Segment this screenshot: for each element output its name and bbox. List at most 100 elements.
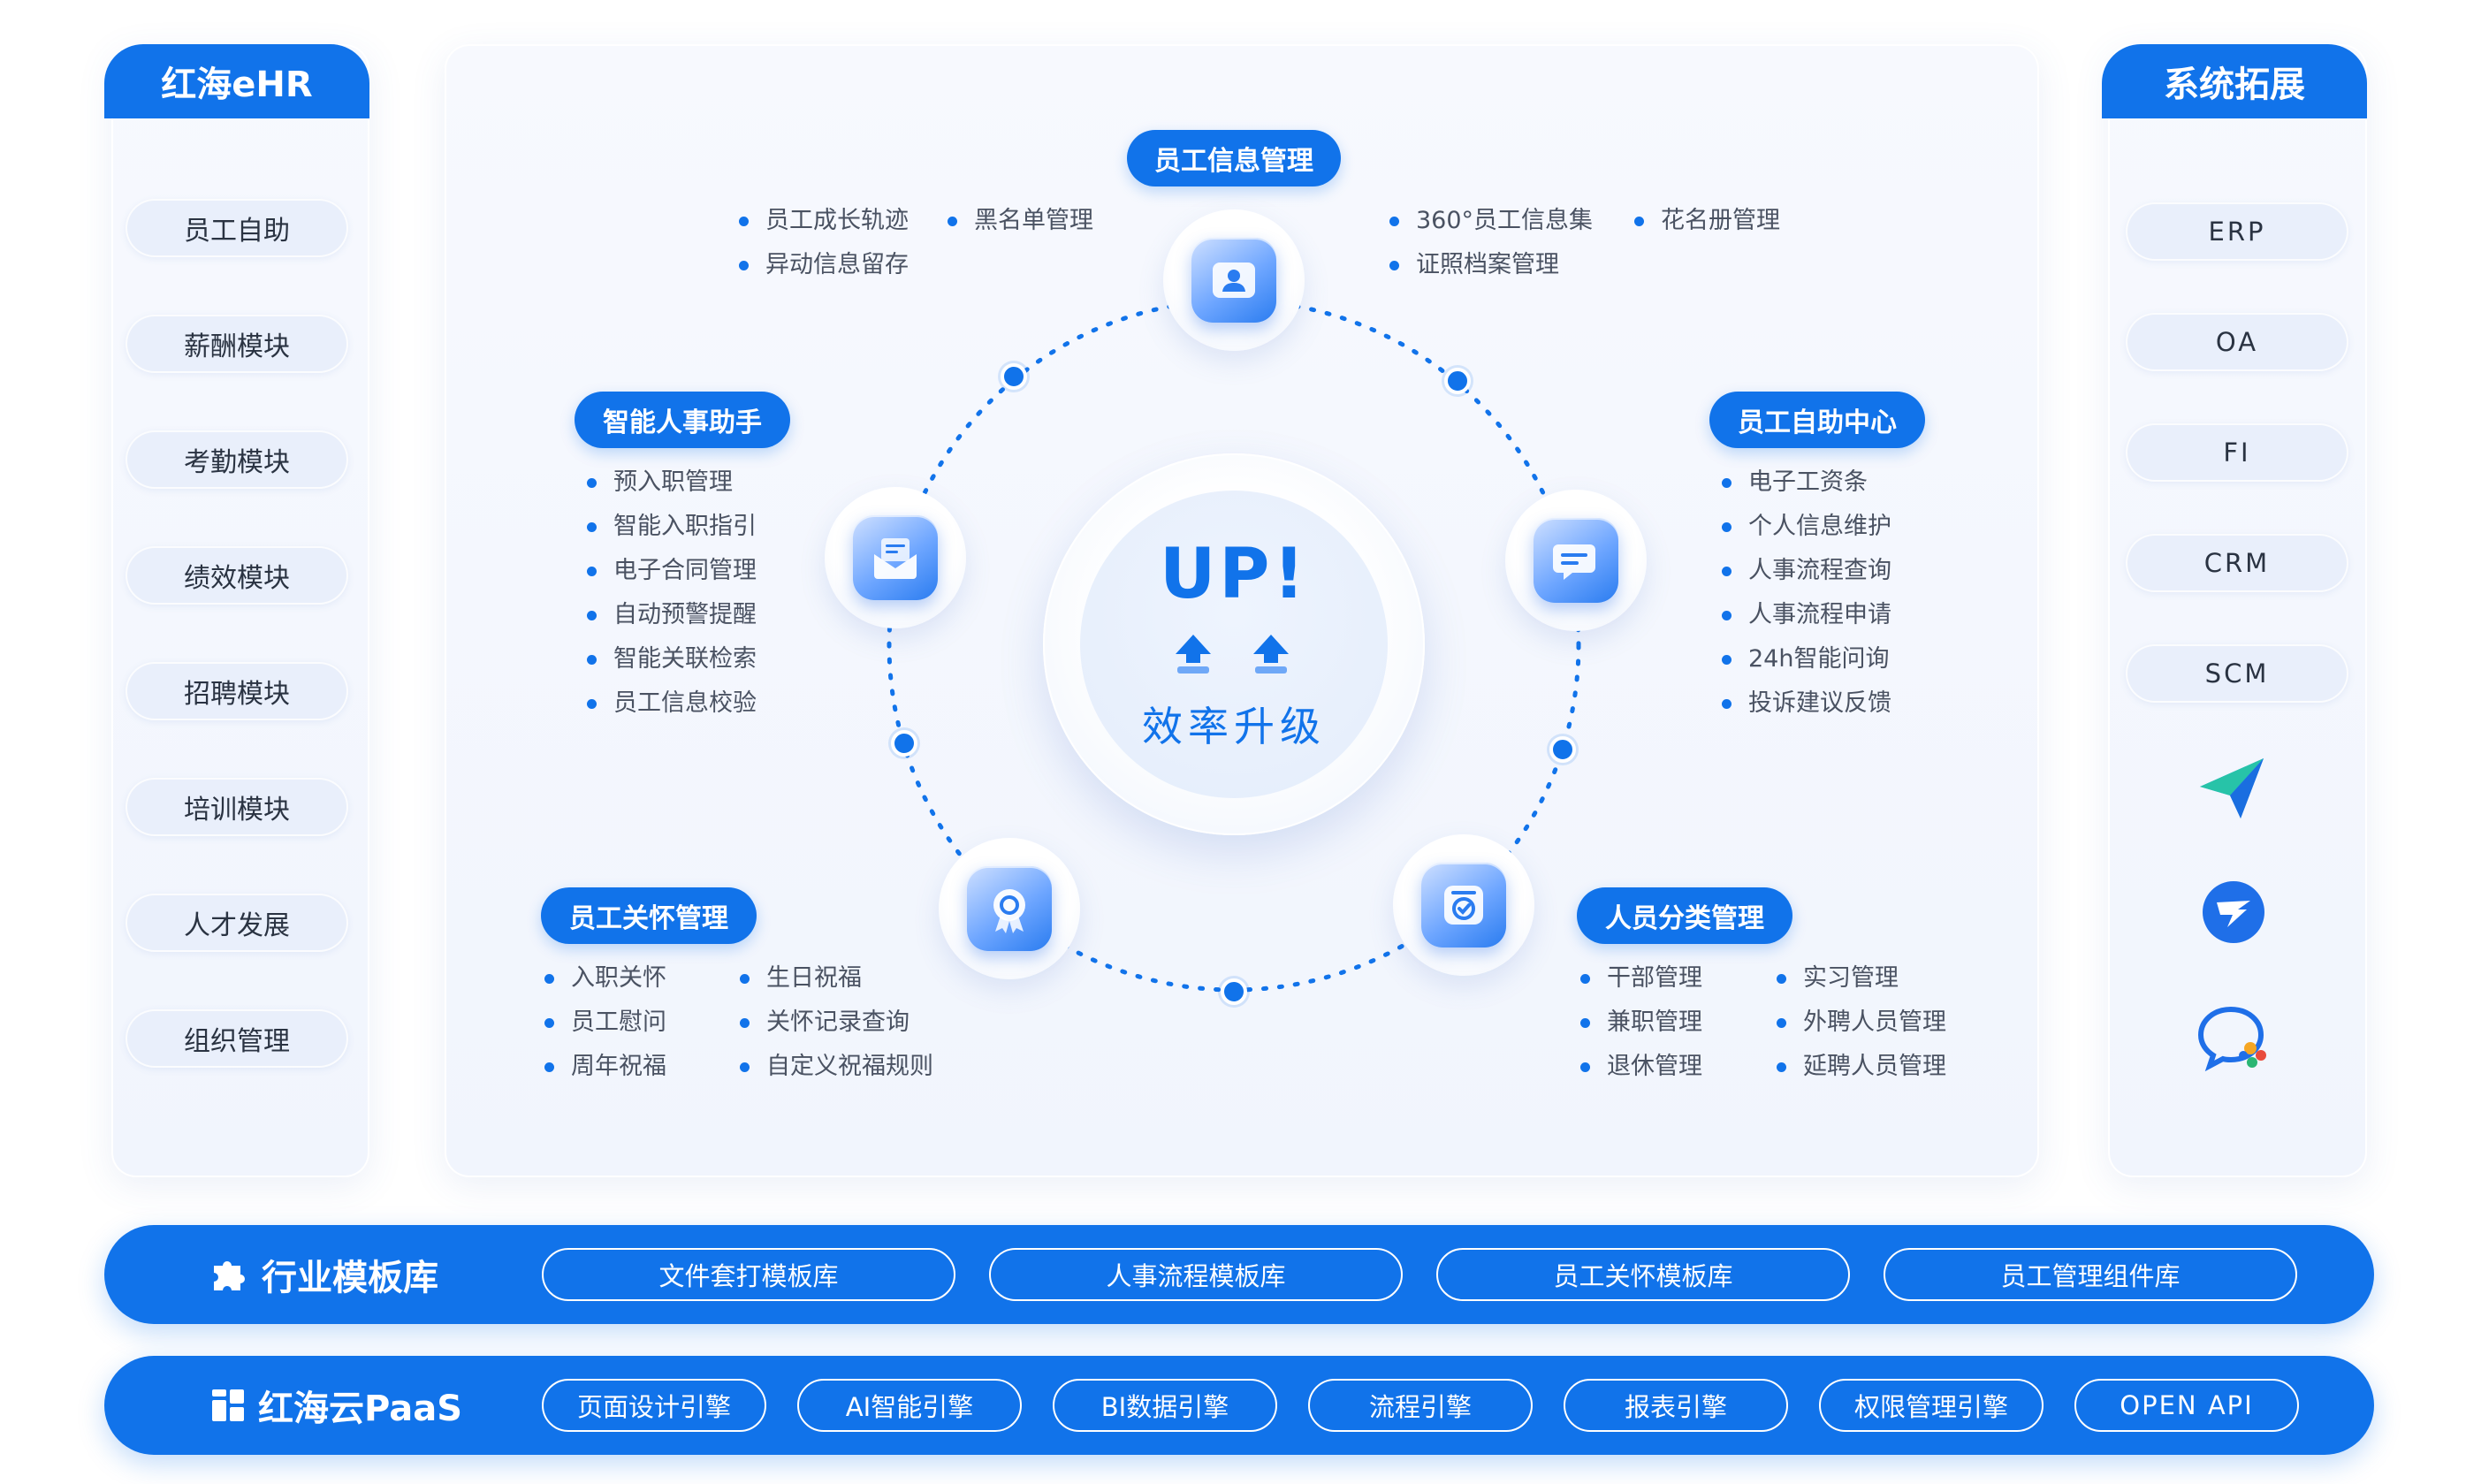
list-item: 退休管理 <box>1575 1045 1702 1089</box>
engine-bi[interactable]: BI数据引擎 <box>1053 1379 1277 1432</box>
checkbox-card-icon <box>1444 886 1483 925</box>
module-care-node[interactable] <box>939 838 1080 979</box>
engine-permission[interactable]: 权限管理引擎 <box>1819 1379 2044 1432</box>
list-item: 实习管理 <box>1771 956 1946 1001</box>
list-item: 花名册管理 <box>1629 199 1780 243</box>
list-item: 预入职管理 <box>582 460 757 505</box>
left-item-organization[interactable]: 组织管理 <box>126 1009 348 1068</box>
left-item-self-service[interactable]: 员工自助 <box>126 199 348 257</box>
template-employee-components[interactable]: 员工管理组件库 <box>1884 1248 2297 1301</box>
system-erp[interactable]: ERP <box>2126 202 2348 261</box>
list-item: 生日祝福 <box>734 956 933 1001</box>
list-item: 干部管理 <box>1575 956 1702 1001</box>
module-classification-list-2: 实习管理 外聘人员管理 延聘人员管理 <box>1771 956 1946 1089</box>
module-assistant-list: 预入职管理 智能入职指引 电子合同管理 自动预警提醒 智能关联检索 员工信息校验 <box>582 460 757 726</box>
module-employee-info-node[interactable] <box>1163 209 1305 351</box>
template-file-print[interactable]: 文件套打模板库 <box>542 1248 955 1301</box>
module-care-title[interactable]: 员工关怀管理 <box>541 887 757 944</box>
list-item: 员工慰问 <box>539 1001 666 1045</box>
module-employee-info-list-mid: 黑名单管理 <box>942 199 1093 243</box>
list-item: 周年祝福 <box>539 1045 666 1089</box>
module-assistant-node[interactable] <box>825 487 966 628</box>
list-item: 延聘人员管理 <box>1771 1045 1946 1089</box>
engine-open-api[interactable]: OPEN API <box>2074 1379 2299 1432</box>
list-item: 异动信息留存 <box>734 243 909 287</box>
orbit-dot <box>1549 736 1576 763</box>
left-item-performance[interactable]: 绩效模块 <box>126 546 348 605</box>
template-bar-heading: 行业模板库 <box>207 1250 438 1299</box>
list-item: 入职关怀 <box>539 956 666 1001</box>
engine-page-design[interactable]: 页面设计引擎 <box>542 1379 766 1432</box>
template-hr-process[interactable]: 人事流程模板库 <box>989 1248 1403 1301</box>
efficiency-subtitle: 效率升级 <box>1142 703 1326 750</box>
list-item: 电子工资条 <box>1716 460 1891 505</box>
list-item: 人事流程申请 <box>1716 593 1891 637</box>
module-self-service-list: 电子工资条 个人信息维护 人事流程查询 人事流程申请 24h智能问询 投诉建议反… <box>1716 460 1891 726</box>
user-card-icon <box>1213 263 1255 298</box>
list-item: 智能关联检索 <box>582 637 757 681</box>
list-item: 员工信息校验 <box>582 681 757 726</box>
grid-blocks-icon <box>212 1389 244 1421</box>
list-item: 投诉建议反馈 <box>1716 681 1891 726</box>
list-item: 人事流程查询 <box>1716 549 1891 593</box>
paas-bar <box>104 1356 2374 1455</box>
wecom-icon[interactable] <box>2197 1004 2272 1073</box>
system-fi[interactable]: FI <box>2126 423 2348 482</box>
left-item-training[interactable]: 培训模块 <box>126 778 348 836</box>
module-classification-title[interactable]: 人员分类管理 <box>1577 887 1792 944</box>
award-icon <box>993 889 1025 933</box>
list-item: 电子合同管理 <box>582 549 757 593</box>
list-item: 自动预警提醒 <box>582 593 757 637</box>
list-item: 外聘人员管理 <box>1771 1001 1946 1045</box>
list-item: 自定义祝福规则 <box>734 1045 933 1089</box>
template-bar <box>104 1225 2374 1324</box>
module-employee-info-title[interactable]: 员工信息管理 <box>1127 130 1341 186</box>
paas-bar-title: 红海云PaaS <box>258 1389 463 1429</box>
module-care-list-1: 入职关怀 员工慰问 周年祝福 <box>539 956 666 1089</box>
puzzle-icon <box>214 1260 245 1290</box>
module-employee-info-list-right: 360°员工信息集 证照档案管理 <box>1384 199 1593 287</box>
chat-icon <box>1553 544 1595 580</box>
right-panel-title: 系统拓展 <box>2102 44 2367 118</box>
template-employee-care[interactable]: 员工关怀模板库 <box>1436 1248 1850 1301</box>
left-item-attendance[interactable]: 考勤模块 <box>126 430 348 489</box>
mail-icon <box>874 538 917 579</box>
engine-report[interactable]: 报表引擎 <box>1564 1379 1788 1432</box>
up-text: UP! <box>1159 535 1309 614</box>
list-item: 证照档案管理 <box>1384 243 1593 287</box>
left-panel-title: 红海eHR <box>104 44 369 118</box>
left-item-recruitment[interactable]: 招聘模块 <box>126 662 348 720</box>
orbit-dot <box>1221 978 1247 1005</box>
list-item: 关怀记录查询 <box>734 1001 933 1045</box>
system-crm[interactable]: CRM <box>2126 534 2348 592</box>
left-item-payroll[interactable]: 薪酬模块 <box>126 315 348 373</box>
module-self-service-title[interactable]: 员工自助中心 <box>1709 392 1925 448</box>
list-item: 员工成长轨迹 <box>734 199 909 243</box>
orbit-dot <box>1444 368 1471 394</box>
module-classification-node[interactable] <box>1393 834 1534 976</box>
engine-ai[interactable]: AI智能引擎 <box>797 1379 1022 1432</box>
engine-workflow[interactable]: 流程引擎 <box>1308 1379 1533 1432</box>
module-self-service-node[interactable] <box>1505 490 1647 631</box>
feishu-icon[interactable] <box>2201 879 2266 945</box>
module-classification-list-1: 干部管理 兼职管理 退休管理 <box>1575 956 1702 1089</box>
module-employee-info-list-left: 员工成长轨迹 异动信息留存 <box>734 199 909 287</box>
list-item: 24h智能问询 <box>1716 637 1891 681</box>
system-scm[interactable]: SCM <box>2126 644 2348 703</box>
template-bar-title: 行业模板库 <box>262 1258 438 1298</box>
module-care-list-2: 生日祝福 关怀记录查询 自定义祝福规则 <box>734 956 933 1089</box>
orbit-dot <box>1001 363 1027 390</box>
module-employee-info-list-far: 花名册管理 <box>1629 199 1780 243</box>
center-hub-inner <box>1080 491 1388 798</box>
paper-plane-icon[interactable] <box>2195 751 2269 826</box>
left-item-talent[interactable]: 人才发展 <box>126 894 348 952</box>
orbit-dot <box>891 730 917 757</box>
list-item: 黑名单管理 <box>942 199 1093 243</box>
list-item: 兼职管理 <box>1575 1001 1702 1045</box>
list-item: 360°员工信息集 <box>1384 199 1593 243</box>
list-item: 智能入职指引 <box>582 505 757 549</box>
paas-bar-heading: 红海云PaaS <box>210 1381 462 1430</box>
module-assistant-title[interactable]: 智能人事助手 <box>575 392 790 448</box>
system-oa[interactable]: OA <box>2126 313 2348 371</box>
list-item: 个人信息维护 <box>1716 505 1891 549</box>
